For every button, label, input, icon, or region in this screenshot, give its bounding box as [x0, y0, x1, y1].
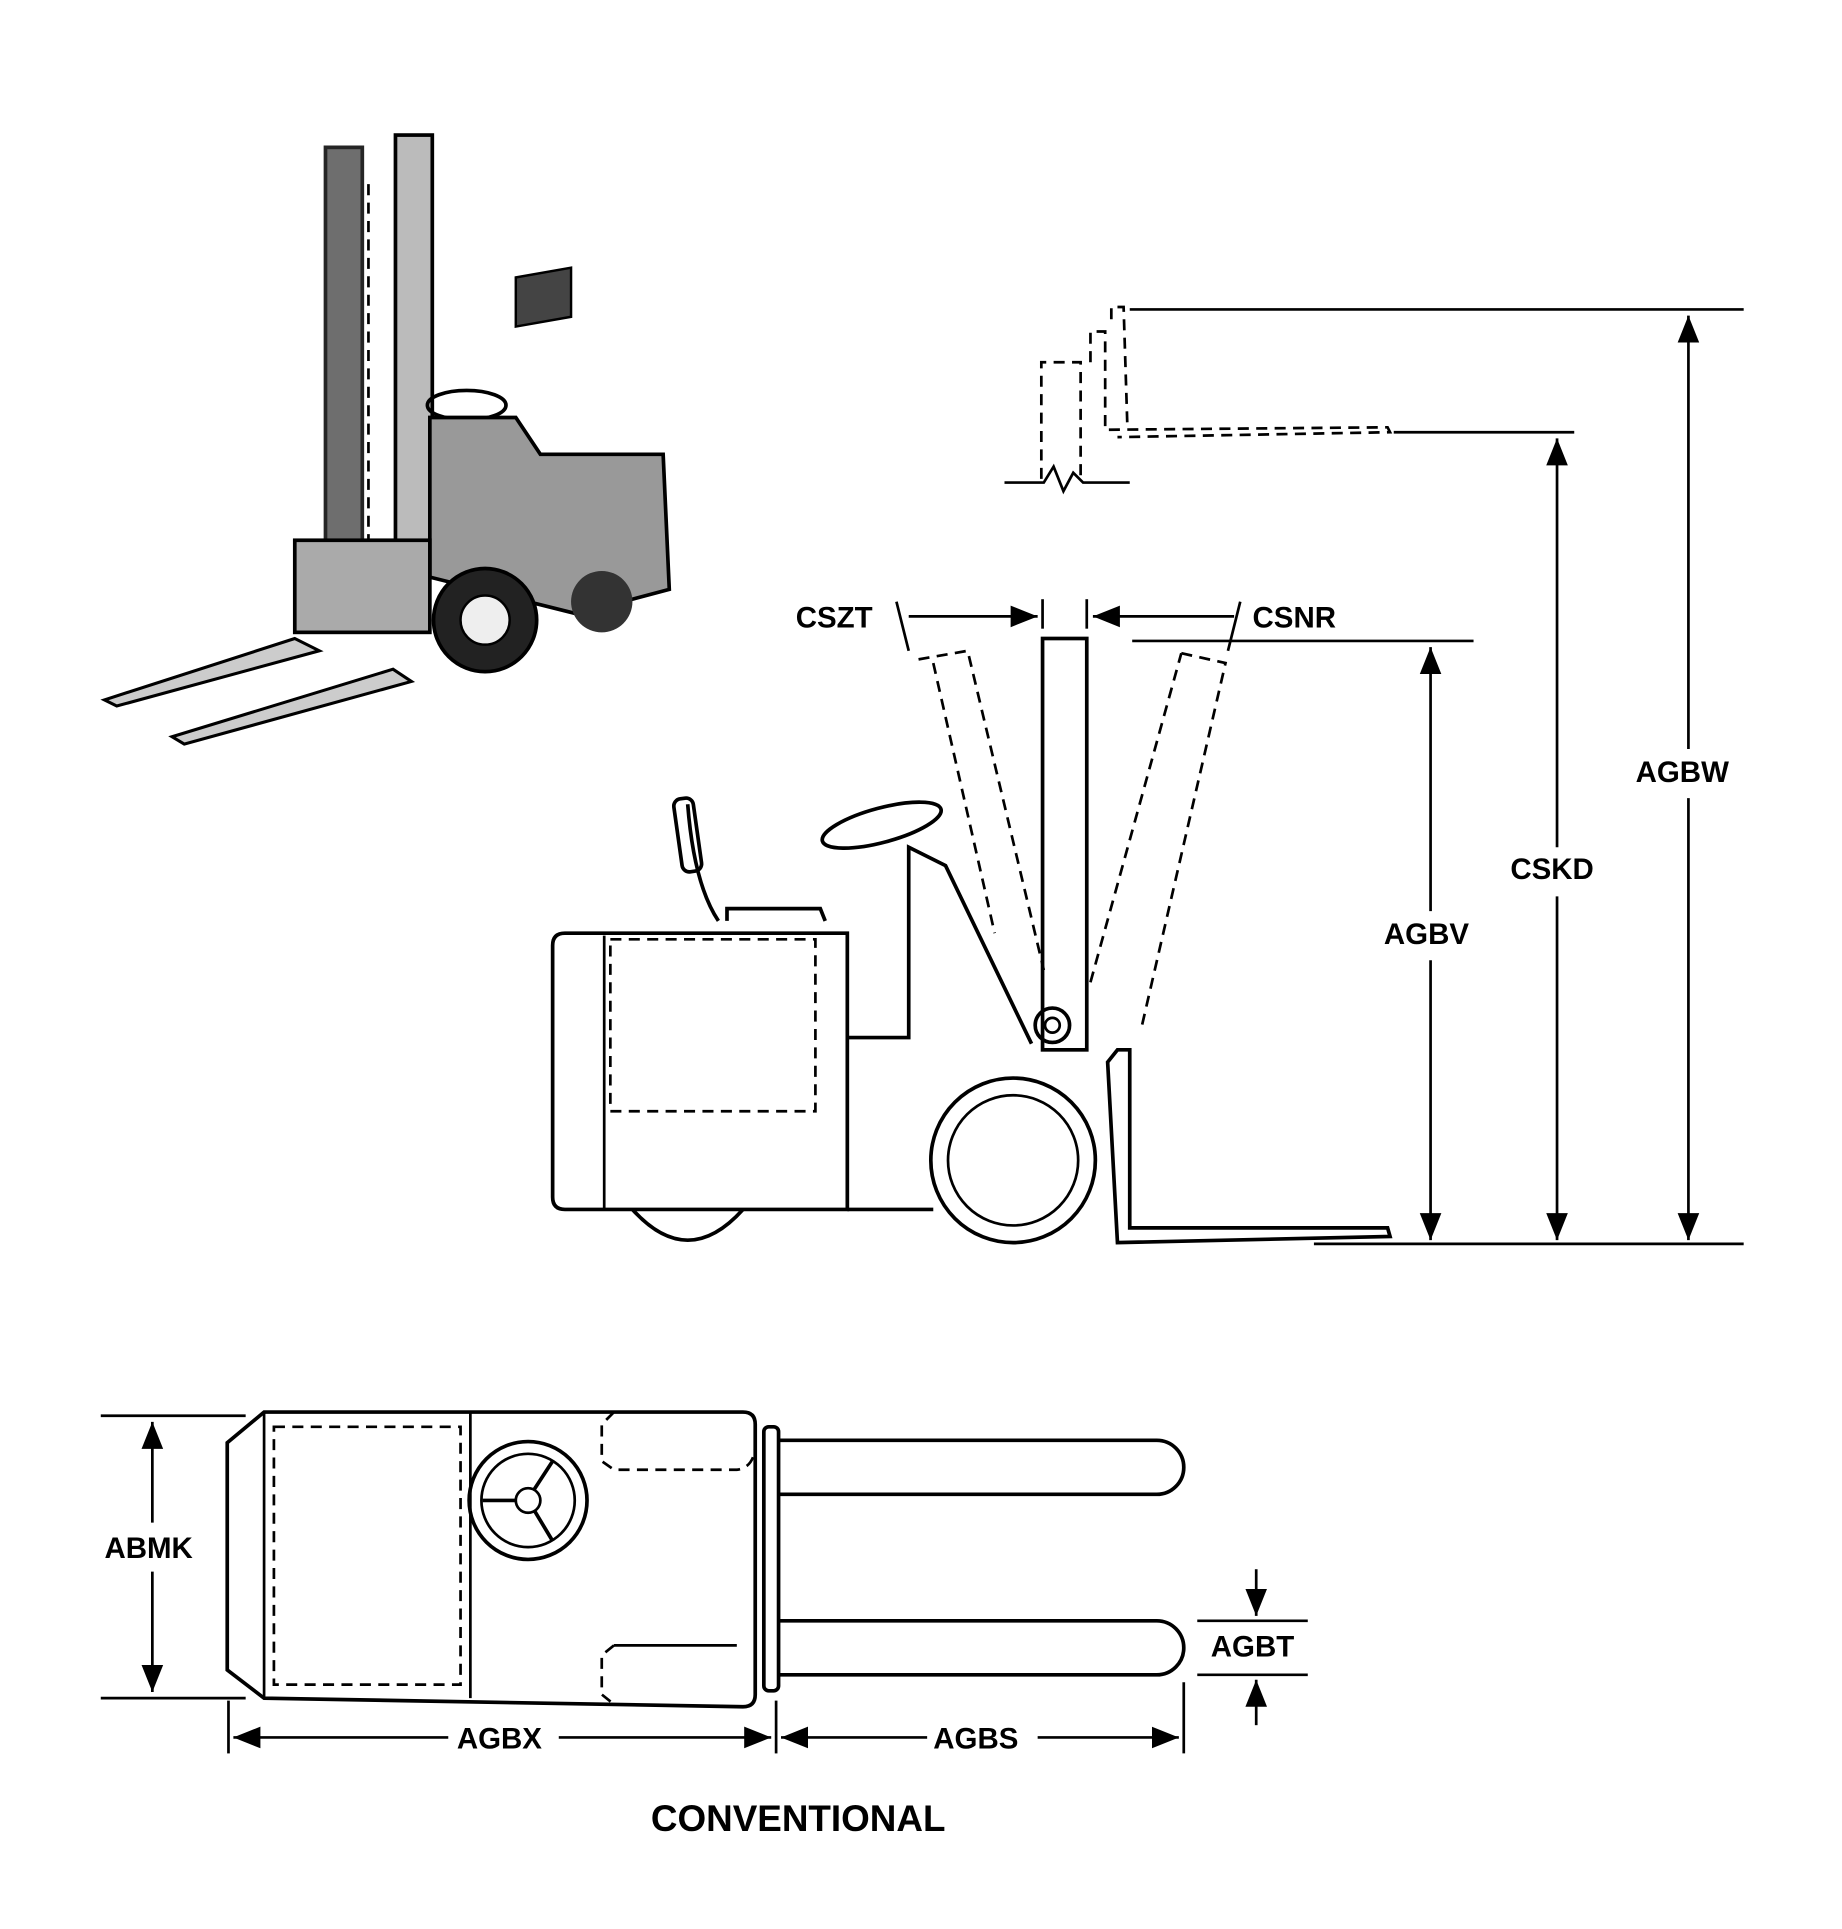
side-view-dimensions [908, 315, 1700, 1241]
diagram-caption: CONVENTIONAL [651, 1798, 946, 1839]
dim-label-agbv: AGBV [1384, 918, 1469, 951]
forklift-perspective-illustration [100, 133, 672, 746]
dim-label-agbw: AGBW [1636, 756, 1729, 789]
dim-label-agbs: AGBS [933, 1723, 1018, 1756]
top-view-dimensions [141, 1421, 1268, 1749]
forklift-top-view [100, 1410, 1308, 1754]
dim-label-agbt: AGBT [1211, 1630, 1294, 1663]
dim-label-cskd: CSKD [1510, 853, 1593, 886]
dim-label-csnr: CSNR [1253, 601, 1336, 634]
dim-label-agbx: AGBX [457, 1723, 542, 1756]
dim-label-abmk: ABMK [104, 1532, 192, 1565]
forklift-side-view [550, 305, 1744, 1246]
dim-label-cszt: CSZT [796, 601, 873, 634]
